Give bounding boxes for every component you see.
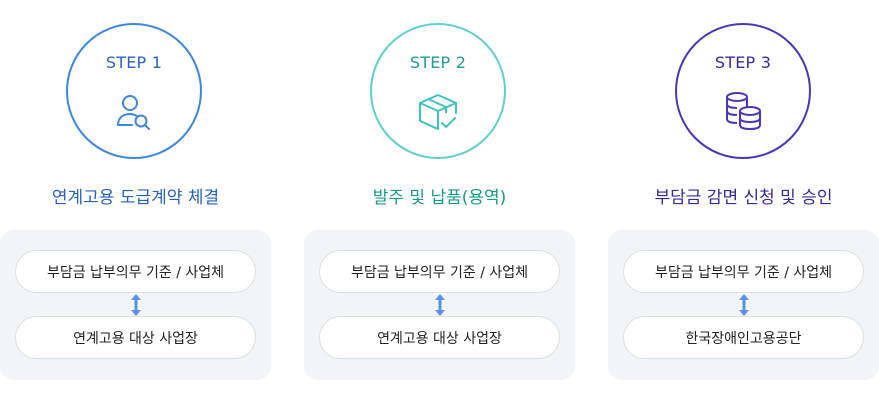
coins-icon	[726, 92, 761, 131]
step-1-label: STEP 1	[105, 53, 163, 72]
step-1-column: STEP 1 연계고용 도급계약 체결 부담금 납부의무 기준 / 사업체 연계…	[0, 0, 271, 400]
step-3-circle: STEP 3	[675, 23, 811, 159]
step-2-circle: STEP 2	[370, 23, 506, 159]
step-1-panel: 부담금 납부의무 기준 / 사업체 연계고용 대상 사업장	[0, 230, 271, 380]
bidirectional-arrow-icon	[434, 294, 445, 316]
step-3-bottom-item: 한국장애인고용공단	[623, 316, 864, 359]
bidirectional-arrow-icon	[738, 294, 749, 316]
step-3-panel: 부담금 납부의무 기준 / 사업체 한국장애인고용공단	[608, 230, 879, 380]
step-3-top-item: 부담금 납부의무 기준 / 사업체	[623, 250, 864, 293]
package-check-icon	[419, 94, 457, 130]
bidirectional-arrow-icon	[130, 294, 141, 316]
step-2-panel: 부담금 납부의무 기준 / 사업체 연계고용 대상 사업장	[304, 230, 575, 380]
step-3-column: STEP 3 부담금 감면 신청 및 승인 부담금 납부의무 기준 / 사업체 …	[608, 0, 879, 400]
user-search-icon	[117, 95, 150, 130]
step-2-column: STEP 2 발주 및 납품(용역) 부담금 납부의무 기준 / 사업체 연계고…	[304, 0, 575, 400]
step-1-title: 연계고용 도급계약 체결	[51, 188, 220, 208]
step-2-title: 발주 및 납품(용역)	[372, 188, 507, 208]
step-1-circle: STEP 1	[66, 23, 202, 159]
step-3-title: 부담금 감면 신청 및 승인	[654, 188, 833, 208]
step-1-bottom-item: 연계고용 대상 사업장	[15, 316, 256, 359]
step-1-top-item: 부담금 납부의무 기준 / 사업체	[15, 250, 256, 293]
step-3-label: STEP 3	[714, 53, 772, 72]
step-2-label: STEP 2	[409, 53, 467, 72]
step-2-bottom-item: 연계고용 대상 사업장	[319, 316, 560, 359]
step-2-top-item: 부담금 납부의무 기준 / 사업체	[319, 250, 560, 293]
